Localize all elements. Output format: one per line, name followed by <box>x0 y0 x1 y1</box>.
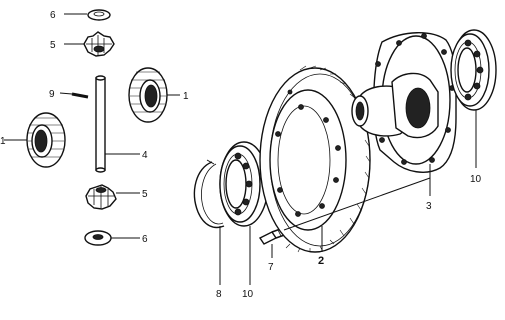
callout-4: 4 <box>142 150 148 161</box>
pinion-gear-bottom <box>85 184 117 210</box>
pinion-gear-top <box>83 31 115 57</box>
lock-pin <box>71 92 89 99</box>
thrust-washer-top <box>87 9 111 21</box>
callout-5-bottom: 5 <box>142 189 148 200</box>
callout-8: 8 <box>216 289 222 300</box>
callout-6-bottom: 6 <box>142 234 148 245</box>
thrust-washer-bottom <box>84 230 112 246</box>
callout-9: 9 <box>49 89 55 100</box>
snap-ring <box>193 159 225 229</box>
differential-case <box>351 32 457 173</box>
callout-10-left: 10 <box>242 289 254 300</box>
callout-1-right: 1 <box>183 91 189 102</box>
callout-6-top: 6 <box>50 10 56 21</box>
pinion-shaft <box>95 75 106 173</box>
side-gear-right <box>128 67 168 123</box>
ball-bearing-right <box>450 29 497 111</box>
ring-gear <box>259 65 371 253</box>
callout-7: 7 <box>268 262 274 273</box>
callout-1-left: 1 <box>0 136 6 147</box>
side-gear-left <box>26 112 66 168</box>
callout-3: 3 <box>426 201 432 212</box>
callout-5-top: 5 <box>50 40 56 51</box>
callout-10-right: 10 <box>470 174 482 185</box>
callout-2: 2 <box>318 255 324 267</box>
ball-bearing-left <box>219 141 269 227</box>
